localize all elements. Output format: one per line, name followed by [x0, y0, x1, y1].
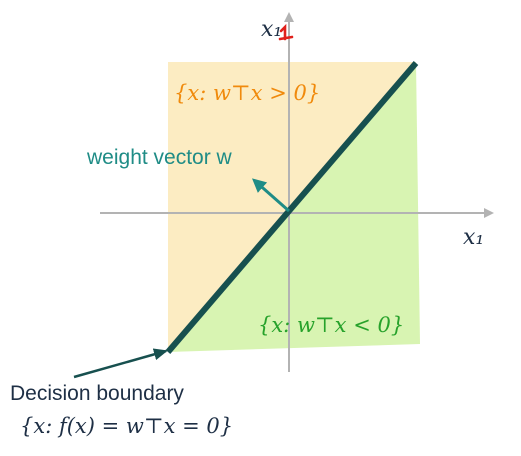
negative-region-label: {x: w⊤x < 0} — [258, 313, 404, 337]
decision-boundary-formula: {x: f(x) = w⊤x = 0} — [20, 414, 233, 438]
x-axis-label: x₁ — [463, 225, 484, 250]
weight-vector-arrow-icon — [252, 178, 290, 213]
positive-region-label: {x: w⊤x > 0} — [174, 81, 320, 105]
boundary-pointer-arrow-icon — [73, 348, 168, 379]
y-label-red-mark — [278, 23, 294, 41]
decision-boundary-line — [165, 61, 419, 354]
weight-vector-label: weight vector w — [86, 146, 233, 169]
decision-boundary-title: Decision boundary — [10, 382, 184, 405]
y-axis-label: x₁ — [261, 17, 282, 42]
